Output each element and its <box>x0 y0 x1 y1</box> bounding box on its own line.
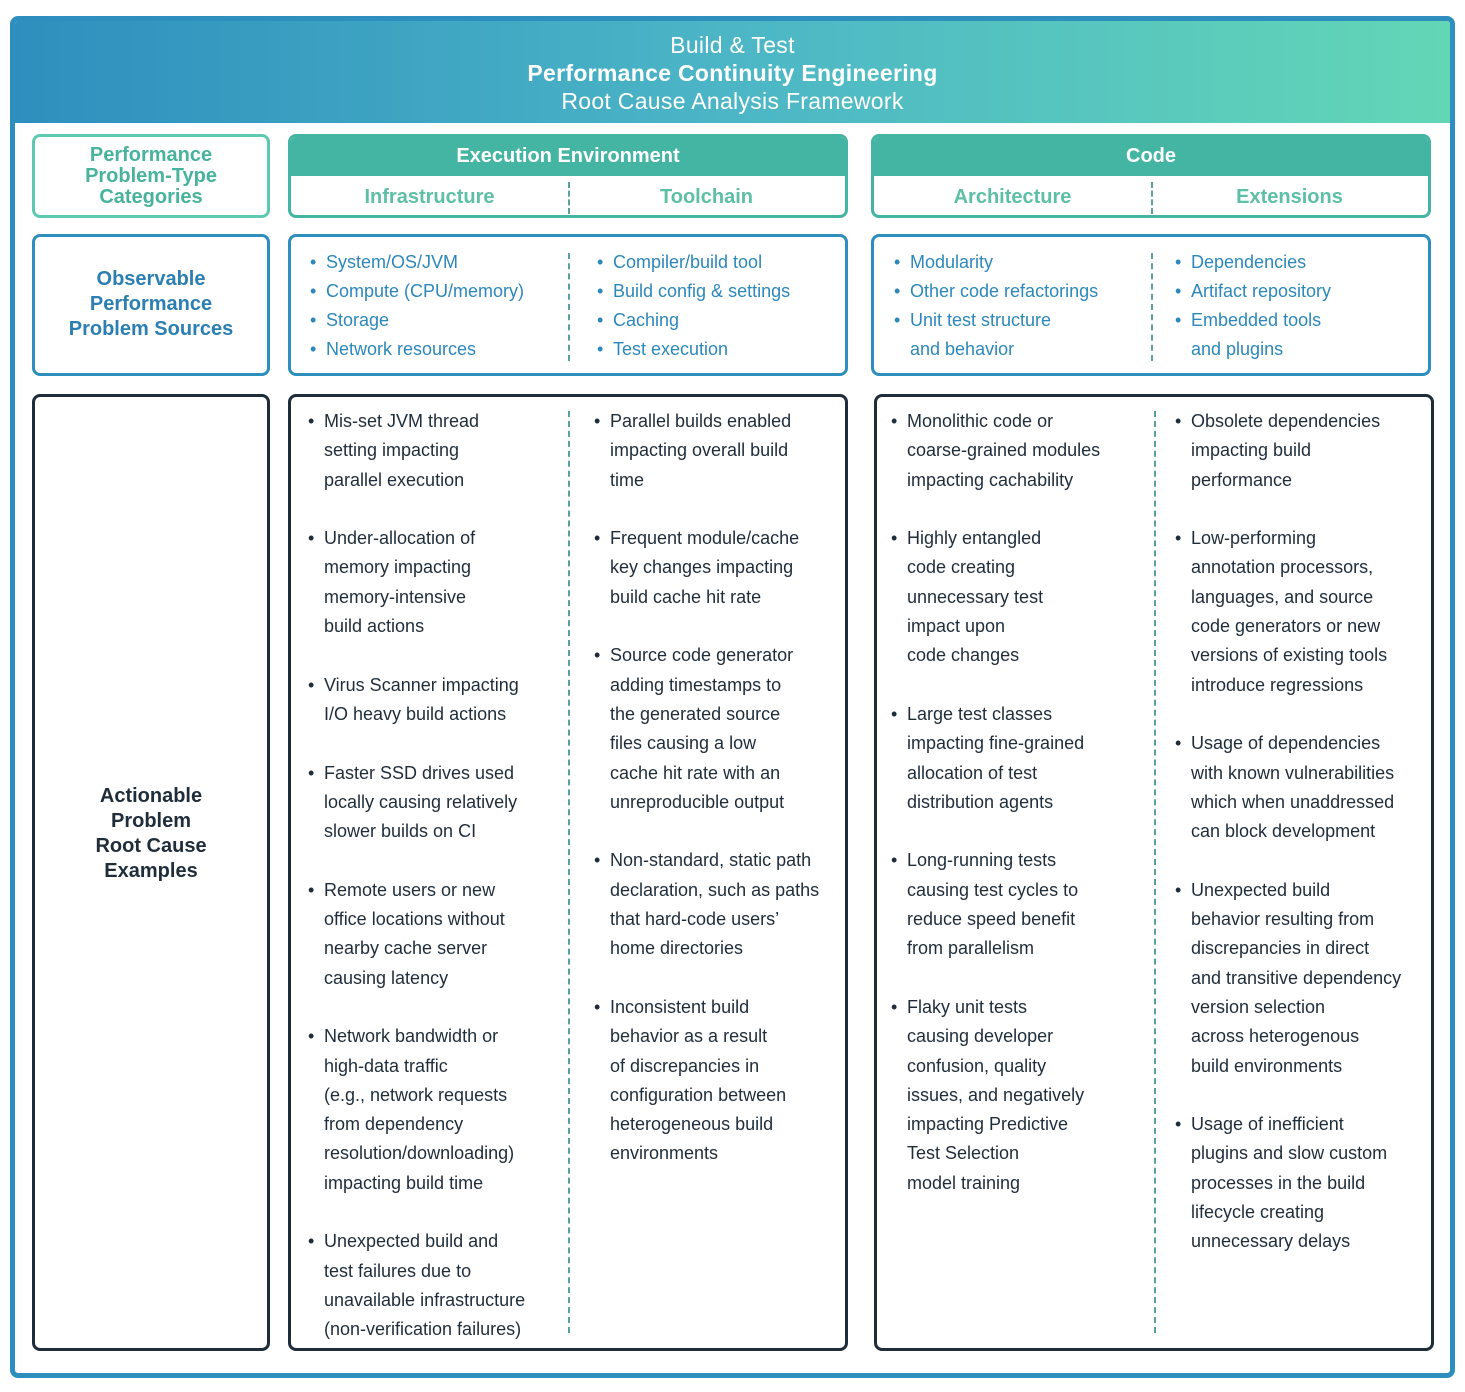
column-divider <box>568 411 570 1333</box>
list-item: Usage of inefficient plugins and slow cu… <box>1175 1110 1431 1256</box>
list-item: Artifact repository <box>1175 277 1331 306</box>
list-item: Dependencies <box>1175 248 1331 277</box>
observable-label-box: Observable Performance Problem Sources <box>32 234 270 376</box>
toolchain-subheader: Toolchain <box>660 186 753 208</box>
extensions-subheader: Extensions <box>1236 186 1343 208</box>
toolchain-examples: Parallel builds enabled impacting overal… <box>594 407 844 1198</box>
banner-subtitle: Build & Test <box>670 32 795 58</box>
extensions-examples: Obsolete dependencies impacting build pe… <box>1175 407 1431 1286</box>
architecture-sources: Modularity Other code refactorings Unit … <box>894 248 1098 364</box>
list-item: Unit test structure and behavior <box>894 306 1098 364</box>
list-item: Modularity <box>894 248 1098 277</box>
list-item: Under-allocation of memory impacting mem… <box>308 524 558 641</box>
list-item: Compute (CPU/memory) <box>310 277 524 306</box>
execution-actionable-box: Mis-set JVM thread setting impacting par… <box>288 394 848 1351</box>
list-item: Low-performing annotation processors, la… <box>1175 524 1431 700</box>
list-item: Monolithic code or coarse-grained module… <box>891 407 1146 495</box>
list-item: Virus Scanner impacting I/O heavy build … <box>308 671 558 730</box>
list-item: Caching <box>597 306 790 335</box>
list-item: Parallel builds enabled impacting overal… <box>594 407 844 495</box>
infrastructure-subheader: Infrastructure <box>364 186 495 208</box>
list-item: Test execution <box>597 335 790 364</box>
execution-observable-box: System/OS/JVM Compute (CPU/memory) Stora… <box>288 234 848 376</box>
list-item: Network resources <box>310 335 524 364</box>
categories-label: Performance Problem-Type Categories <box>85 144 217 208</box>
banner-caption: Root Cause Analysis Framework <box>561 88 904 114</box>
code-actionable-box: Monolithic code or coarse-grained module… <box>874 394 1434 1351</box>
list-item: Unexpected build behavior resulting from… <box>1175 876 1431 1081</box>
header-divider <box>1151 182 1153 214</box>
toolchain-sources: Compiler/build tool Build config & setti… <box>597 248 790 364</box>
list-item: Build config & settings <box>597 277 790 306</box>
architecture-subheader: Architecture <box>953 186 1072 208</box>
list-item: Obsolete dependencies impacting build pe… <box>1175 407 1431 495</box>
infrastructure-sources: System/OS/JVM Compute (CPU/memory) Stora… <box>310 248 524 364</box>
list-item: Long-running tests causing test cycles t… <box>891 846 1146 963</box>
execution-environment-header: Execution Environment Infrastructure Too… <box>288 134 848 218</box>
list-item: Network bandwidth or high-data traffic (… <box>308 1022 558 1198</box>
code-observable-box: Modularity Other code refactorings Unit … <box>871 234 1431 376</box>
list-item: Non-standard, static path declaration, s… <box>594 846 844 963</box>
list-item: Large test classes impacting fine-graine… <box>891 700 1146 817</box>
actionable-label-box: Actionable Problem Root Cause Examples <box>32 394 270 1351</box>
list-item: Other code refactorings <box>894 277 1098 306</box>
list-item: System/OS/JVM <box>310 248 524 277</box>
list-item: Inconsistent build behavior as a result … <box>594 993 844 1169</box>
list-item: Frequent module/cache key changes impact… <box>594 524 844 612</box>
list-item: Compiler/build tool <box>597 248 790 277</box>
execution-environment-title: Execution Environment <box>291 137 845 176</box>
list-item: Mis-set JVM thread setting impacting par… <box>308 407 558 495</box>
observable-label: Observable Performance Problem Sources <box>68 268 234 340</box>
title-banner: Build & Test Performance Continuity Engi… <box>15 21 1450 123</box>
architecture-examples: Monolithic code or coarse-grained module… <box>891 407 1146 1227</box>
list-item: Source code generator adding timestamps … <box>594 641 844 817</box>
list-item: Remote users or new office locations wit… <box>308 876 558 993</box>
list-item: Faster SSD drives used locally causing r… <box>308 759 558 847</box>
categories-label-box: Performance Problem-Type Categories <box>32 134 270 218</box>
list-item: Usage of dependencies with known vulnera… <box>1175 729 1431 846</box>
list-item: Highly entangled code creating unnecessa… <box>891 524 1146 670</box>
list-item: Flaky unit tests causing developer confu… <box>891 993 1146 1198</box>
code-title: Code <box>874 137 1428 176</box>
banner-title: Performance Continuity Engineering <box>527 60 938 86</box>
code-header: Code Architecture Extensions <box>871 134 1431 218</box>
header-divider <box>568 182 570 214</box>
list-item: Unexpected build and test failures due t… <box>308 1227 558 1344</box>
actionable-label: Actionable Problem Root Cause Examples <box>95 785 207 882</box>
list-item: Embedded tools and plugins <box>1175 306 1331 364</box>
column-divider <box>1151 253 1153 361</box>
column-divider <box>1154 411 1156 1333</box>
infrastructure-examples: Mis-set JVM thread setting impacting par… <box>308 407 558 1374</box>
extensions-sources: Dependencies Artifact repository Embedde… <box>1175 248 1331 364</box>
column-divider <box>568 253 570 361</box>
list-item: Storage <box>310 306 524 335</box>
